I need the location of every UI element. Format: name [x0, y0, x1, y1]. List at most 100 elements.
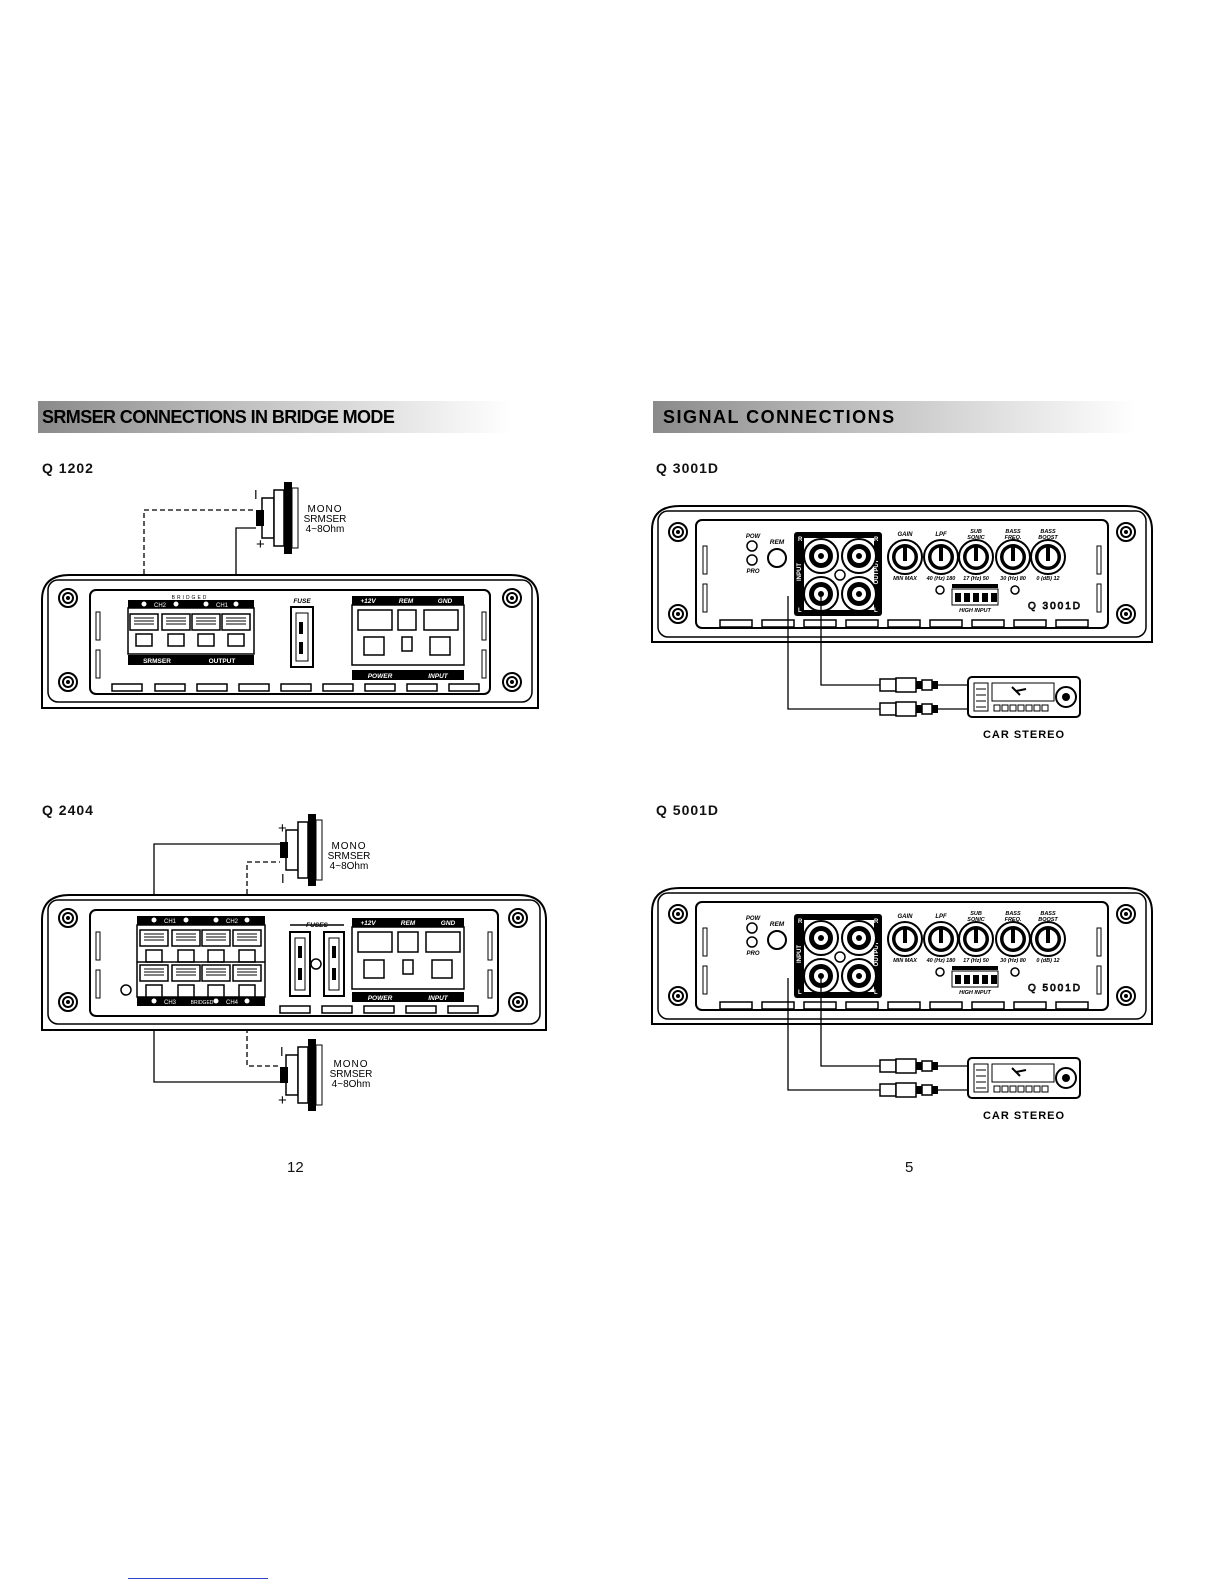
- subsonic-knob-icon: [958, 539, 994, 575]
- car-stereo-icon: [967, 676, 1081, 718]
- input-label: INPUT: [428, 995, 449, 1002]
- srmser-label: SRMSER: [143, 658, 171, 665]
- gnd-label: GND: [438, 598, 453, 605]
- wire-positive: [153, 843, 280, 918]
- gain-label: GAIN: [898, 532, 914, 538]
- gain-label: GAIN: [898, 914, 914, 920]
- speaker-minus: I: [281, 871, 285, 886]
- model-label-q2404: Q 2404: [42, 802, 94, 818]
- speaker-plus: +: [278, 820, 287, 837]
- scale-label: 17 (Hz) 50: [963, 576, 989, 582]
- speaker-plus: +: [256, 536, 265, 553]
- output-label: OUTPUT: [209, 658, 236, 665]
- speaker-minus: I: [254, 487, 258, 502]
- speaker-label: MONO: [307, 504, 342, 515]
- speaker-label: 4~8Ohm: [330, 861, 369, 872]
- rca-cable: [820, 596, 880, 686]
- rem-label: REM: [770, 539, 785, 546]
- r-label: R: [798, 537, 803, 543]
- sub-label: SONIC: [967, 917, 985, 923]
- scale-label: 30 (Hz) 80: [1000, 576, 1026, 582]
- bass-boost-knob-icon: [1030, 539, 1066, 575]
- speaker-plus: +: [278, 1092, 287, 1109]
- ch2-label: CH2: [226, 919, 239, 925]
- lpf-label: LPF: [935, 532, 947, 538]
- l-label: L: [798, 990, 802, 996]
- speaker-label: SRMSER: [330, 1069, 373, 1080]
- lpf-knob-icon: [923, 539, 959, 575]
- ch4-label: CH4: [226, 1000, 239, 1006]
- r-label: R: [798, 919, 803, 925]
- section-banner-bridge-mode: SRMSER CONNECTIONS IN BRIDGE MODE: [38, 401, 512, 433]
- speaker-label: 4~8Ohm: [332, 1079, 371, 1090]
- v12-label: +12V: [360, 920, 376, 927]
- scale-label: 0 (dB) 12: [1036, 576, 1059, 582]
- brand-logo: Q 3001D: [1028, 601, 1082, 612]
- bass-boost-label: BASS: [1040, 529, 1056, 535]
- speaker-q2404-bottom: I + MONO SRMSER 4~8Ohm: [278, 1038, 373, 1112]
- pro-label: PRO: [746, 951, 759, 957]
- amp-q3001d: POW PRO REM R L R L INPUT OUTPUT GAIN LP…: [651, 505, 1153, 741]
- wire-negative: [143, 509, 254, 598]
- gain-knob-icon: [887, 921, 923, 957]
- rca-plug-icon: [879, 701, 939, 717]
- sub-label: SUB: [970, 911, 982, 917]
- pow-label: POW: [746, 916, 762, 922]
- output-label: OUTPUT: [874, 559, 880, 584]
- model-label-q1202: Q 1202: [42, 460, 94, 476]
- page-number-left: 12: [287, 1159, 304, 1176]
- gain-knob-icon: [887, 539, 923, 575]
- scale-label: MIN MAX: [893, 958, 917, 964]
- subsonic-knob-icon: [958, 921, 994, 957]
- gnd-label: GND: [441, 920, 456, 927]
- power-label: POWER: [368, 995, 393, 1002]
- model-label-q3001d: Q 3001D: [656, 460, 720, 476]
- bass-boost-label: BOOST: [1038, 917, 1058, 923]
- bass-boost-knob-icon: [1030, 921, 1066, 957]
- sub-label: SONIC: [967, 535, 985, 541]
- speaker-q1202: I + MONO SRMSER 4~8Ohm: [254, 481, 347, 555]
- speaker-label: SRMSER: [328, 851, 371, 862]
- output-label: OUTPUT: [874, 941, 880, 966]
- l-label: L: [798, 608, 802, 614]
- model-label-q5001d: Q 5001D: [656, 802, 720, 818]
- rca-cable: [787, 978, 880, 1091]
- r-label: R: [874, 919, 879, 925]
- section-title: SRMSER CONNECTIONS IN BRIDGE MODE: [42, 406, 395, 427]
- high-input-label: HIGH INPUT: [959, 990, 991, 996]
- ch3-label: CH3: [164, 1000, 177, 1006]
- brand-logo: Q 5001D: [1028, 983, 1082, 994]
- section-title: SIGNAL CONNECTIONS: [663, 406, 896, 427]
- speaker-q2404-top: + I MONO SRMSER 4~8Ohm: [278, 813, 371, 887]
- rca-plug-icon: [879, 1082, 939, 1098]
- bridged-label: BRIDGED: [191, 1000, 214, 1006]
- scale-label: 17 (Hz) 50: [963, 958, 989, 964]
- l-label: L: [874, 990, 878, 996]
- speaker-label: MONO: [333, 1059, 368, 1070]
- ch1-label: CH1: [216, 603, 229, 609]
- scale-label: 40 (Hz) 180: [926, 958, 956, 964]
- fuse-label: FUSE: [293, 598, 311, 605]
- rem-label: REM: [399, 598, 414, 605]
- rca-cable: [787, 596, 880, 710]
- bass-boost-label: BASS: [1040, 911, 1056, 917]
- speaker-label: 4~8Ohm: [306, 524, 345, 535]
- rca-plug-icon: [879, 677, 939, 693]
- rem-label: REM: [770, 921, 785, 928]
- input-label: INPUT: [797, 563, 803, 581]
- bass-freq-label: BASS: [1005, 529, 1021, 535]
- bridged-label: BRIDGED: [172, 595, 209, 601]
- bass-freq-knob-icon: [995, 539, 1031, 575]
- speaker-label: SRMSER: [304, 514, 347, 525]
- rca-cable: [820, 978, 880, 1067]
- rem-label: REM: [401, 920, 416, 927]
- section-banner-signal: SIGNAL CONNECTIONS: [653, 401, 1137, 433]
- page-number-right: 5: [905, 1159, 914, 1176]
- power-label: POWER: [368, 673, 393, 680]
- pro-label: PRO: [746, 569, 759, 575]
- pow-label: POW: [746, 534, 762, 540]
- input-label: INPUT: [797, 945, 803, 963]
- lpf-label: LPF: [935, 914, 947, 920]
- car-stereo-icon: [967, 1057, 1081, 1099]
